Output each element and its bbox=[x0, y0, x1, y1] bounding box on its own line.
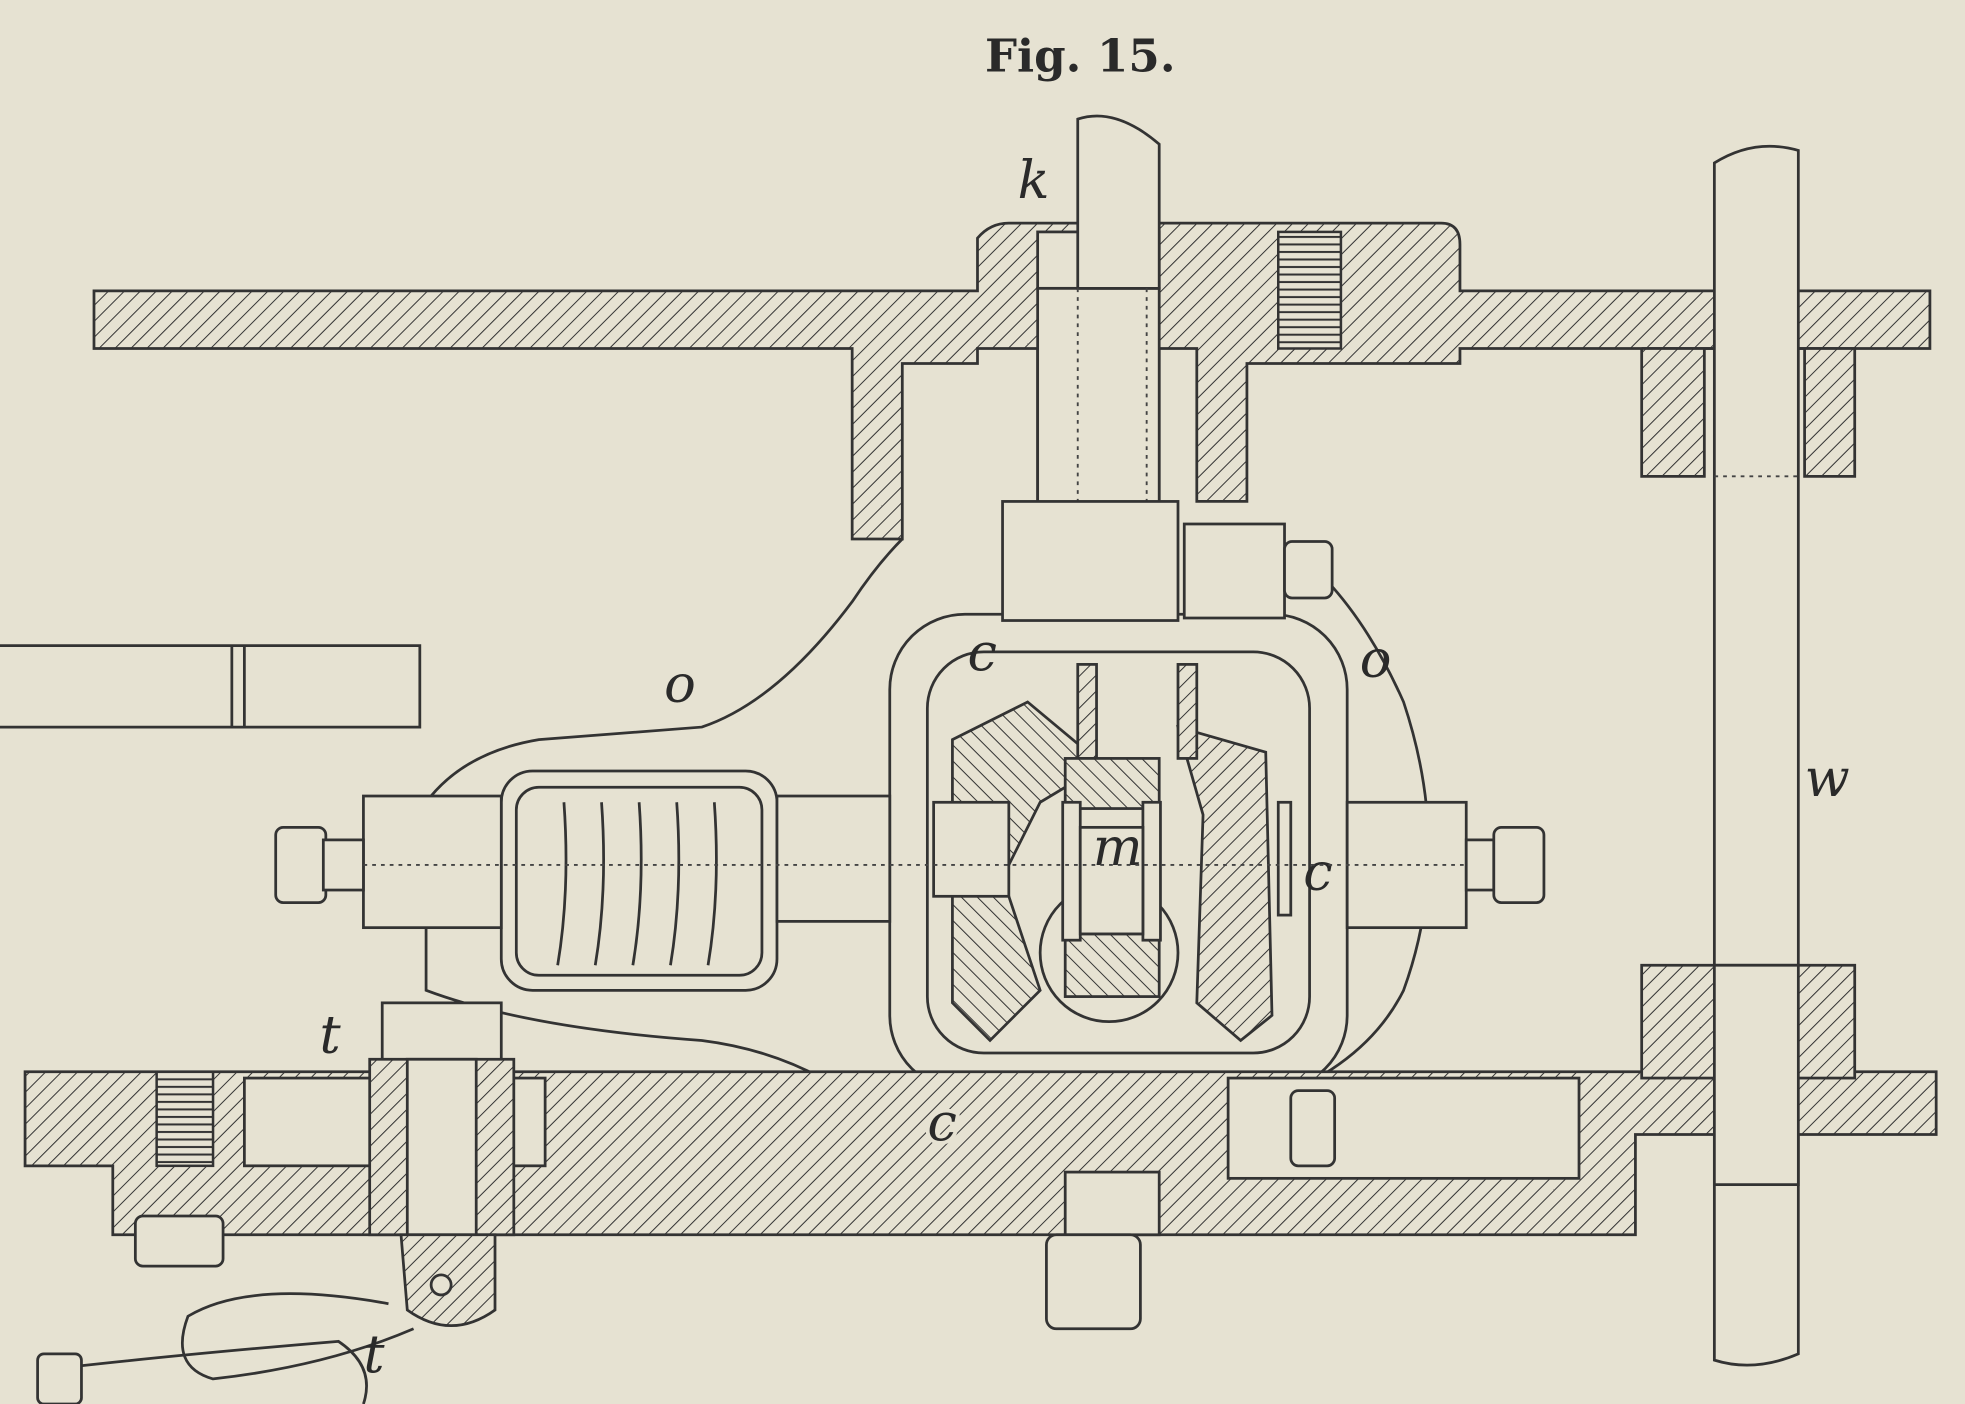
shaft-k bbox=[1036, 114, 1161, 1079]
bevel-gears bbox=[932, 663, 1293, 1043]
label-m: m bbox=[1093, 817, 1143, 878]
label-c-right: c bbox=[1303, 842, 1332, 903]
label-k: k bbox=[1018, 150, 1050, 211]
label-t-upper: t bbox=[320, 1005, 342, 1066]
label-w: w bbox=[1805, 748, 1850, 809]
worm-spring bbox=[274, 769, 1546, 992]
left-rod bbox=[0, 644, 422, 729]
label-c-top: c bbox=[967, 623, 996, 684]
label-t-lower: t bbox=[363, 1325, 385, 1386]
lever-t bbox=[36, 1233, 497, 1404]
label-o-left: o bbox=[664, 654, 696, 715]
label-c-bottom: c bbox=[927, 1093, 956, 1154]
label-o-right: o bbox=[1360, 629, 1392, 690]
bottom-plate bbox=[23, 963, 1938, 1331]
figure-title: Fig. 15. bbox=[985, 29, 1176, 82]
